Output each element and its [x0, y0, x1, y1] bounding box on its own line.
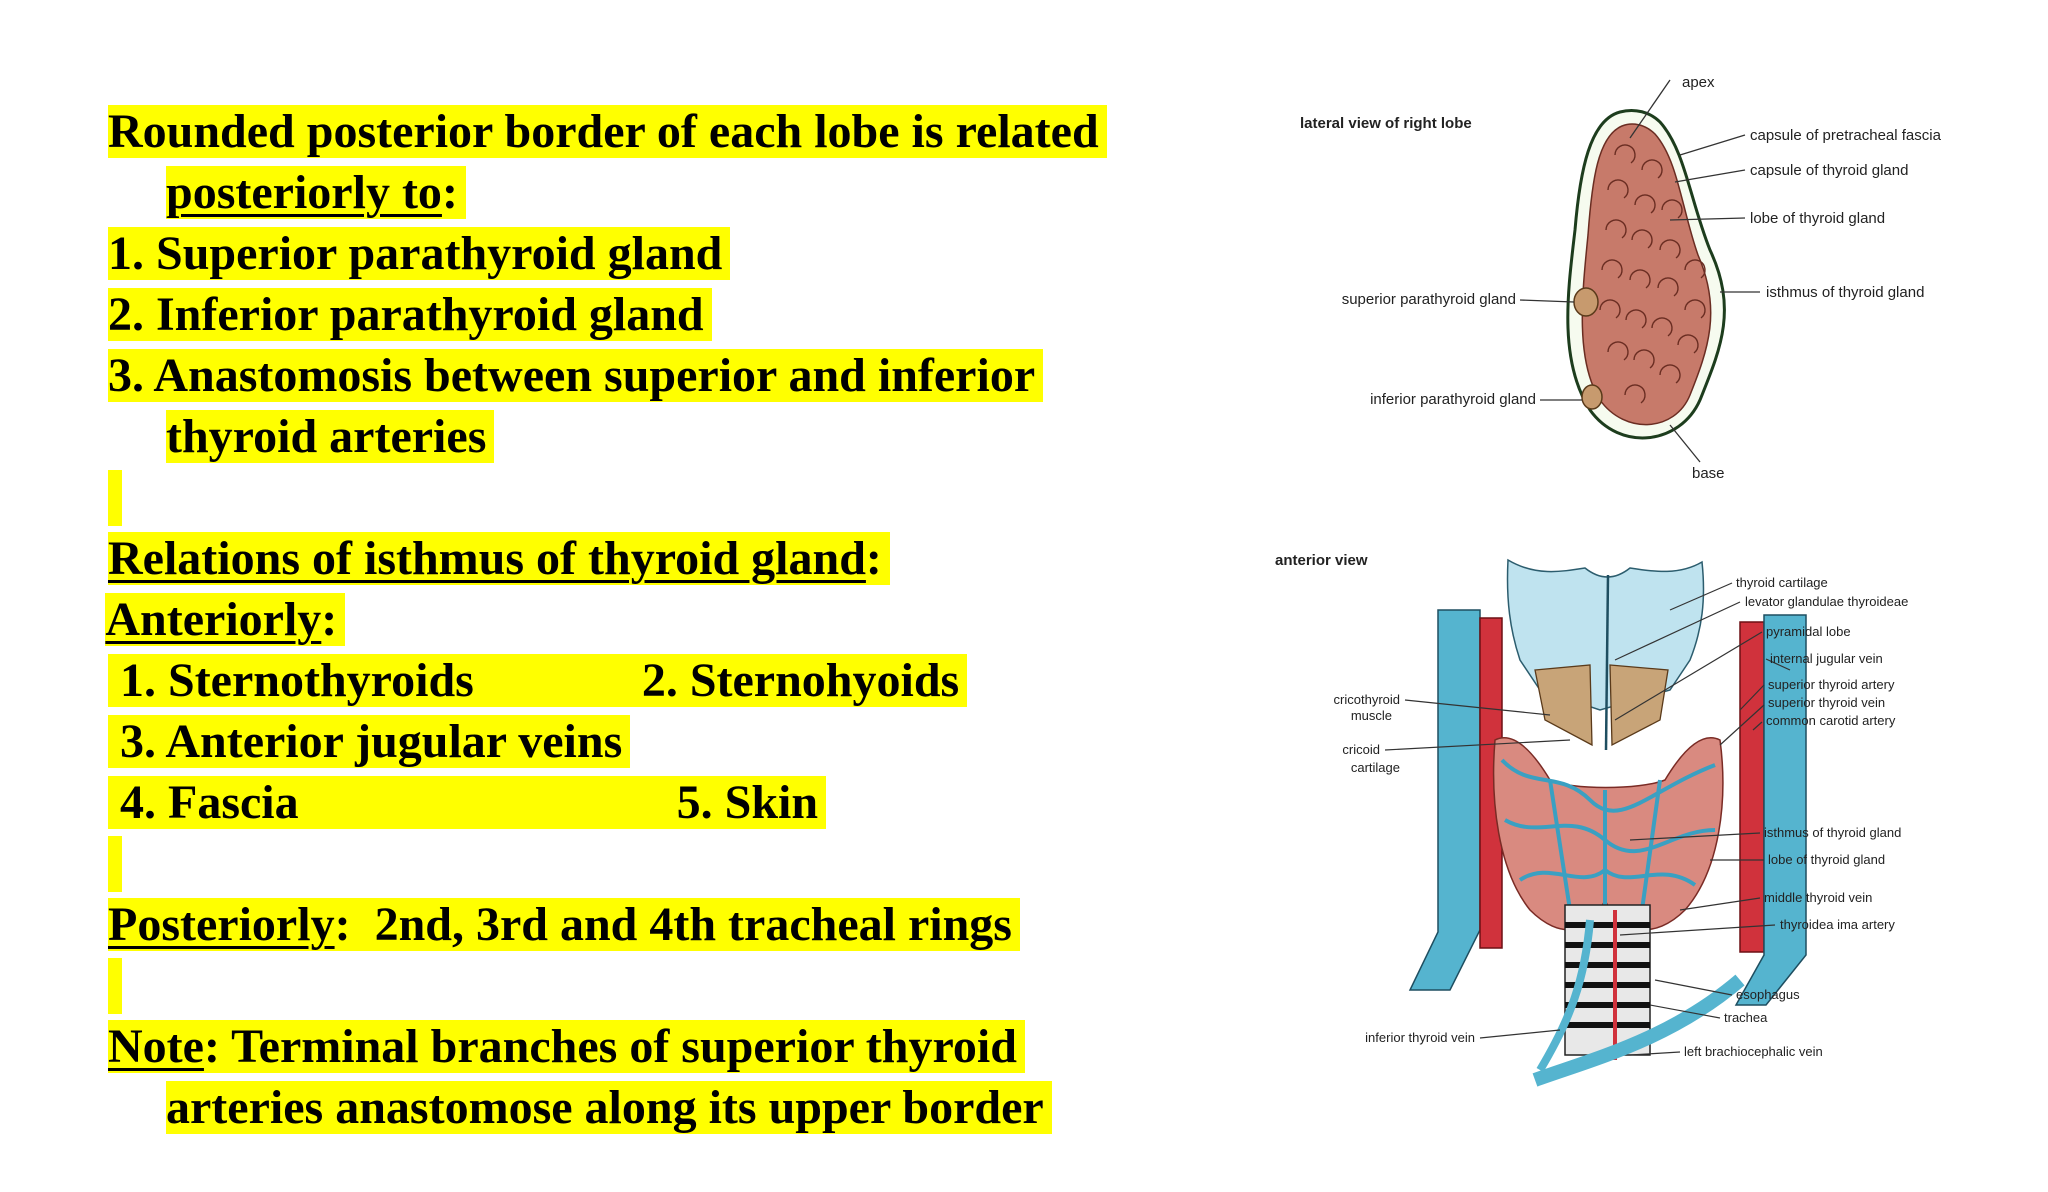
- label-apex: apex: [1682, 74, 1715, 91]
- note-heading: posteriorly to: [166, 166, 442, 219]
- right-jugular-vein: [1734, 614, 1807, 1006]
- superior-parathyroid: [1573, 287, 1599, 317]
- label-capsule-thyroid: capsule of thyroid gland: [1750, 162, 1908, 179]
- note-line: 2. Inferior parathyroid gland: [60, 231, 712, 341]
- blank-highlight: [60, 414, 122, 526]
- label-thyroidea-ima: thyroidea ima artery: [1780, 917, 1895, 932]
- note-text: 3. Anastomosis between superior and infe…: [108, 349, 1044, 402]
- label-cricoid: cricoid: [1342, 742, 1380, 757]
- note-text: 5. Skin: [676, 776, 819, 829]
- label-thyroid-cartilage: thyroid cartilage: [1736, 575, 1828, 590]
- label-cricothyroid: cricothyroid: [1334, 692, 1400, 707]
- note-line: Posteriorly: 2nd, 3rd and 4th tracheal r…: [60, 841, 1020, 951]
- section-heading: Note: [108, 1020, 204, 1073]
- label-cricothyroid-muscle: muscle: [1351, 708, 1392, 723]
- note-text: thyroid arteries: [166, 410, 495, 463]
- section-heading: Relations of isthmus of thyroid gland: [108, 532, 866, 585]
- note-line: posteriorly to:: [118, 109, 466, 219]
- note-line: thyroid arteries: [118, 353, 495, 463]
- cricothyroid-muscle-left: [1534, 664, 1593, 747]
- note-text: 1. Sternothyroids: [108, 654, 474, 707]
- note-line: 4. Fascia 5. Skin: [60, 719, 827, 829]
- note-line: 3. Anastomosis between superior and infe…: [60, 292, 1044, 402]
- label-levator: levator glandulae thyroideae: [1745, 594, 1908, 609]
- anterior-view-figure: anterior view: [1275, 552, 1908, 1087]
- lobule-pattern: [1599, 144, 1706, 404]
- label-isthmus: isthmus of thyroid gland: [1764, 825, 1901, 840]
- note-text: :: [865, 532, 882, 585]
- label-middle-thyroid-vein: middle thyroid vein: [1764, 890, 1872, 905]
- label-inferior-parathyroid: inferior parathyroid gland: [1370, 391, 1536, 408]
- label-capsule-pretracheal: capsule of pretracheal fascia: [1750, 127, 1942, 144]
- note-line: arteries anastomose along its upper bord…: [118, 1024, 1052, 1134]
- label-lobe: lobe of thyroid gland: [1750, 210, 1885, 227]
- label-pyramidal-lobe: pyramidal lobe: [1766, 624, 1851, 639]
- note-line: Anteriorly:: [60, 536, 346, 646]
- left-brachiocephalic-vein: [1532, 974, 1745, 1087]
- trachea: [1564, 904, 1651, 1056]
- note-text: :: [321, 593, 338, 646]
- figure-title: lateral view of right lobe: [1300, 115, 1472, 132]
- section-heading: Posteriorly: [108, 898, 335, 951]
- left-carotid-artery: [1479, 617, 1503, 949]
- blank-highlight: [60, 780, 122, 892]
- label-superior-thyroid-vein: superior thyroid vein: [1768, 695, 1885, 710]
- leader-lines: [1519, 79, 1760, 463]
- note-line: 1. Sternothyroids 2. Sternohyoids: [60, 597, 968, 707]
- label-trachea: trachea: [1724, 1010, 1768, 1025]
- section-heading: Anteriorly: [105, 593, 322, 646]
- label-left-brachiocephalic: left brachiocephalic vein: [1684, 1044, 1823, 1059]
- label-isthmus: isthmus of thyroid gland: [1766, 284, 1924, 301]
- label-esophagus: esophagus: [1736, 987, 1800, 1002]
- left-jugular-vein: [1408, 609, 1481, 991]
- label-common-carotid: common carotid artery: [1766, 713, 1896, 728]
- label-superior-parathyroid: superior parathyroid gland: [1342, 291, 1516, 308]
- note-text: 2. Sternohyoids: [641, 654, 960, 707]
- note-line: Note: Terminal branches of superior thyr…: [60, 963, 1025, 1073]
- label-inferior-thyroid-vein: inferior thyroid vein: [1365, 1030, 1475, 1045]
- note-text: Rounded posterior border of each lobe is…: [108, 105, 1107, 158]
- label-superior-thyroid-artery: superior thyroid artery: [1768, 677, 1895, 692]
- inferior-parathyroid: [1581, 384, 1603, 410]
- note-text: 2. Inferior parathyroid gland: [108, 288, 712, 341]
- leader-lines: [1384, 582, 1791, 1056]
- note-text: arteries anastomose along its upper bord…: [166, 1081, 1052, 1134]
- note-text: 1. Superior parathyroid gland: [108, 227, 731, 280]
- note-text: 4. Fascia: [108, 776, 299, 829]
- right-carotid-artery: [1739, 621, 1765, 953]
- venous-plexus: [1500, 758, 1716, 960]
- note-line: 1. Superior parathyroid gland: [60, 170, 731, 280]
- blank-highlight: [60, 902, 122, 1014]
- thyroid-lobe: [1581, 123, 1712, 426]
- figure-title: anterior view: [1275, 552, 1368, 569]
- label-lobe: lobe of thyroid gland: [1768, 852, 1885, 867]
- note-line: Relations of isthmus of thyroid gland:: [60, 475, 890, 585]
- note-text: 3. Anterior jugular veins: [108, 715, 631, 768]
- label-cricoid-cartilage: cartilage: [1351, 760, 1400, 775]
- levator-band: [1604, 574, 1610, 751]
- lateral-view-figure: lateral view of right lobe apex capsule …: [1300, 74, 1942, 482]
- label-base: base: [1692, 465, 1725, 482]
- note-text: : Terminal branches of superior thyroid: [203, 1020, 1017, 1073]
- inferior-thyroid-veins: [1536, 919, 1594, 1073]
- note-line: Rounded posterior border of each lobe is…: [60, 48, 1107, 158]
- note-line: 3. Anterior jugular veins: [60, 658, 631, 768]
- note-text: :: [441, 166, 458, 219]
- label-internal-jugular: internal jugular vein: [1770, 651, 1883, 666]
- note-text: : 2nd, 3rd and 4th tracheal rings: [334, 898, 1012, 951]
